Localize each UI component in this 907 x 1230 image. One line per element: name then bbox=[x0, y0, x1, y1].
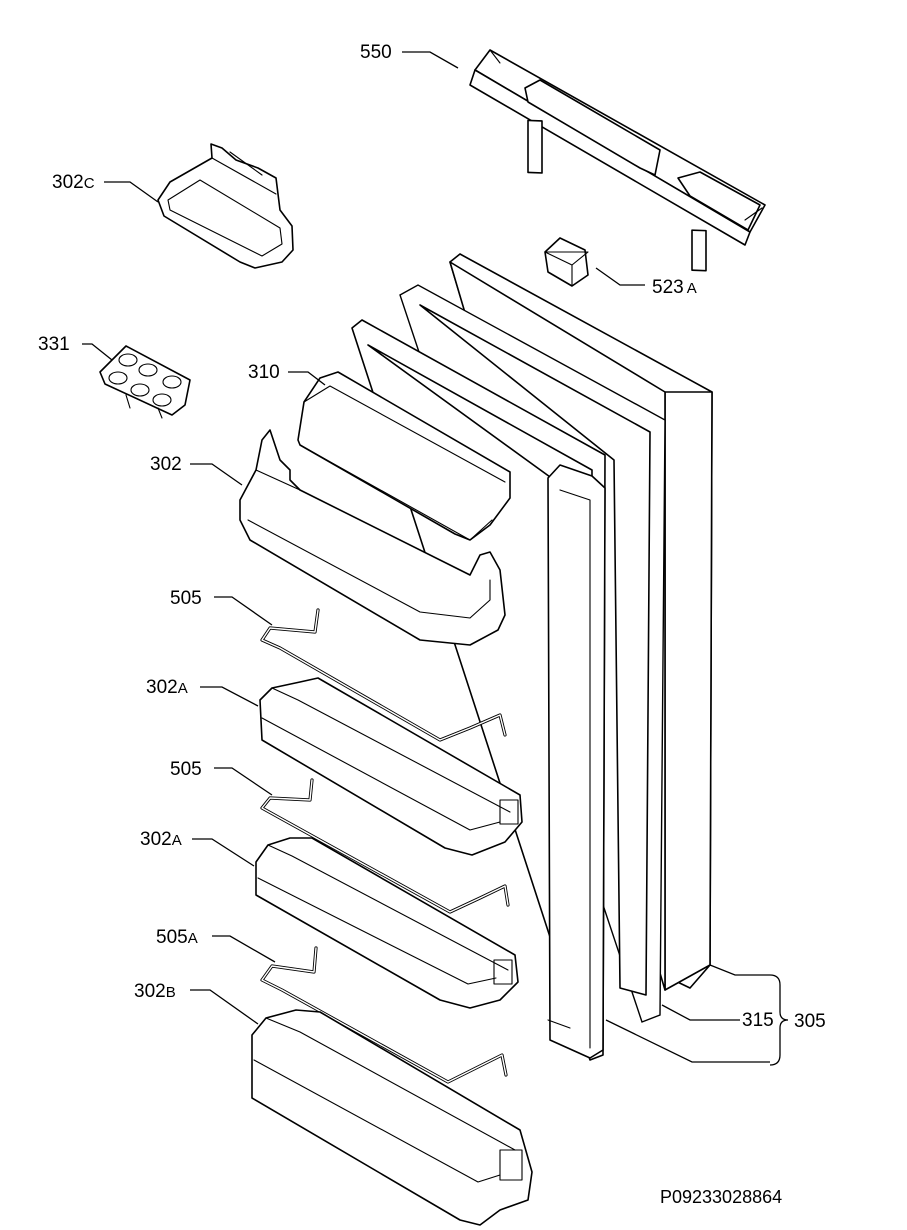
upper-cover-part-310 bbox=[297, 371, 511, 541]
label-302: 302 bbox=[150, 454, 182, 475]
label-505a: 505A bbox=[156, 927, 198, 948]
door-shelf-part-302a-2 bbox=[255, 837, 519, 1009]
leader-lines bbox=[82, 51, 789, 1066]
label-302a-2: 302A bbox=[140, 829, 182, 850]
wire-retainer-part-505-2 bbox=[260, 778, 510, 914]
leader-310 bbox=[288, 371, 326, 386]
bracket-305 bbox=[769, 974, 789, 1066]
dairy-shelf-part-302c bbox=[157, 143, 294, 269]
egg-tray-cups bbox=[108, 353, 182, 407]
egg-tray-part-331 bbox=[99, 345, 191, 419]
label-550: 550 bbox=[360, 42, 392, 63]
door-shelf-part-302a-1 bbox=[259, 677, 523, 856]
label-305: 305 bbox=[794, 1011, 826, 1032]
leader-302 bbox=[190, 463, 243, 486]
hinge-cover-part-550 bbox=[469, 49, 766, 272]
wire-retainer-part-505a bbox=[260, 946, 508, 1084]
label-302b: 302B bbox=[134, 981, 176, 1002]
leader-305-bottom bbox=[605, 1019, 770, 1063]
label-331: 331 bbox=[38, 334, 70, 355]
wire-retainer-part-505-1 bbox=[260, 608, 507, 742]
leader-305-top bbox=[709, 964, 770, 976]
label-505-1: 505 bbox=[170, 588, 202, 609]
leader-505-2 bbox=[214, 767, 273, 796]
leader-302c bbox=[104, 181, 159, 203]
leader-505a bbox=[212, 935, 276, 963]
leader-302a-2 bbox=[192, 838, 255, 867]
drawing-code: P09233028864 bbox=[660, 1187, 782, 1207]
door-shelf-part-302b bbox=[251, 1009, 533, 1226]
leader-315 bbox=[661, 1004, 740, 1021]
leader-302b bbox=[190, 989, 259, 1025]
label-315: 315 bbox=[742, 1010, 774, 1031]
leader-302a-1 bbox=[200, 686, 259, 707]
hinge-stop-part-523a bbox=[544, 237, 589, 287]
leader-550 bbox=[402, 51, 459, 69]
leader-331 bbox=[82, 343, 113, 361]
label-302c: 302C bbox=[52, 172, 95, 193]
leader-505-1 bbox=[214, 596, 273, 626]
door-assembly-part-305 bbox=[351, 253, 713, 1061]
label-310: 310 bbox=[248, 362, 280, 383]
label-302a-1: 302A bbox=[146, 677, 188, 698]
door-shelf-part-302 bbox=[239, 429, 506, 646]
leader-523a bbox=[595, 267, 645, 286]
label-505-2: 505 bbox=[170, 759, 202, 780]
